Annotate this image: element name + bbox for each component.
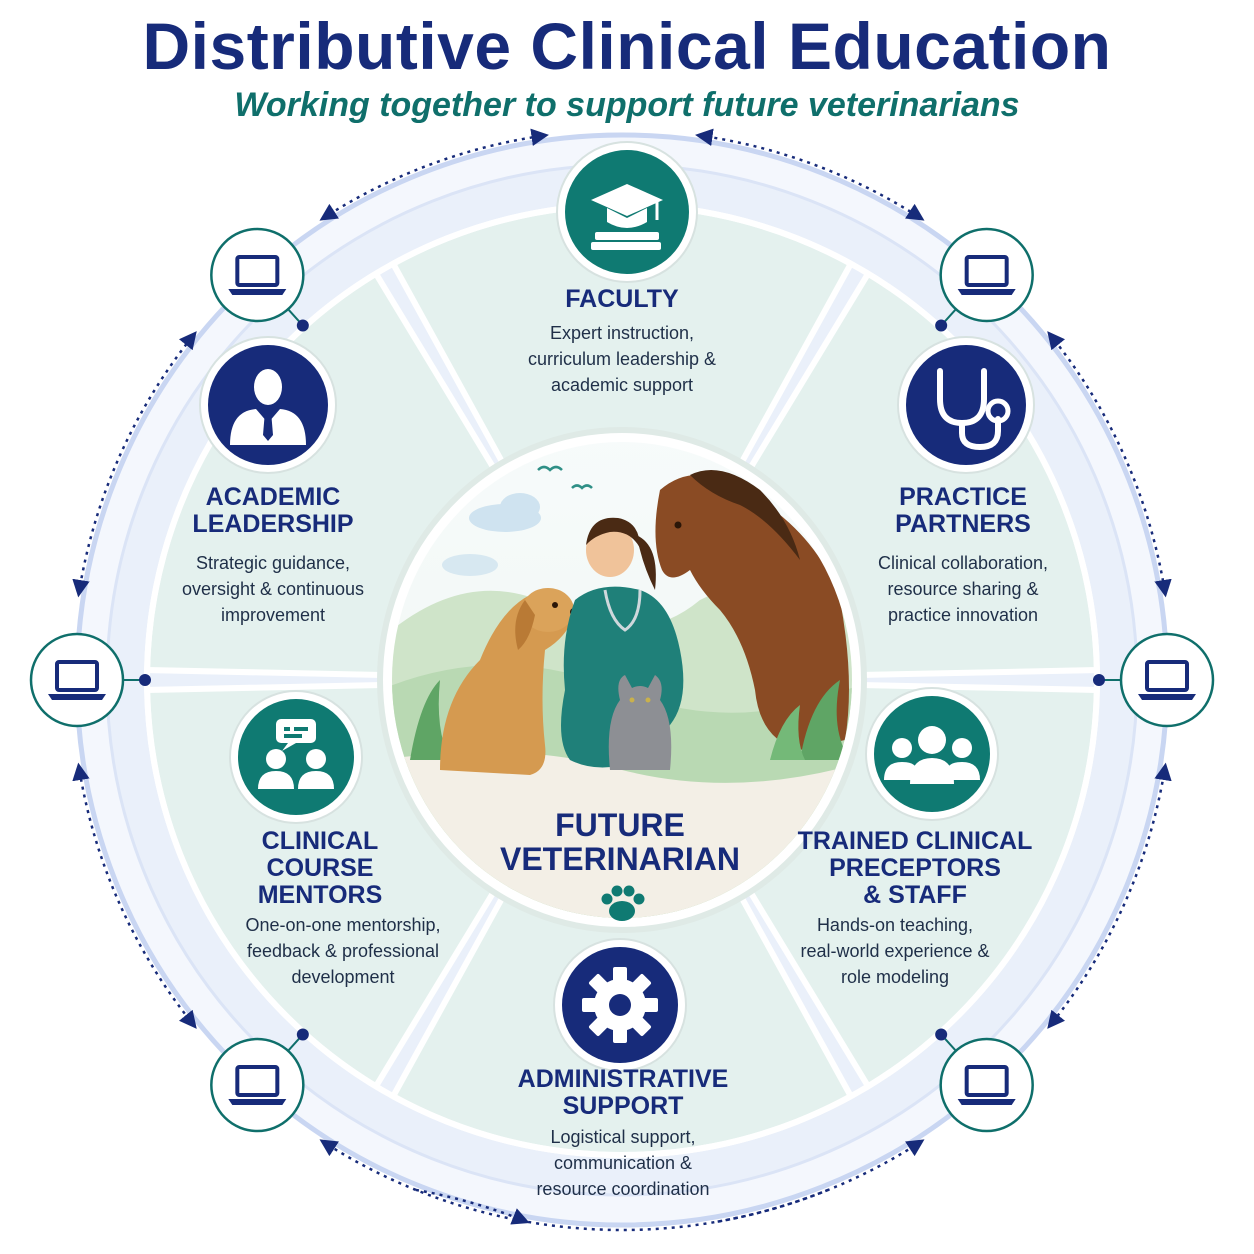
gear-icon — [553, 938, 687, 1072]
laptop-node-circle — [29, 632, 125, 728]
laptop-node-circle — [1119, 632, 1215, 728]
laptop-icon — [957, 1065, 1016, 1106]
node-connector-dot — [935, 319, 948, 332]
practice-partners-desc-line: Clinical collaboration, — [877, 553, 1049, 573]
mentors-title-line: COURSE — [266, 854, 374, 882]
laptop-icon — [957, 254, 1016, 295]
laptop-node — [210, 1028, 309, 1133]
mentors-title-line: MENTORS — [257, 881, 383, 909]
leadership-title-line: LEADERSHIP — [192, 510, 354, 538]
mentors-desc-line: development — [291, 967, 395, 987]
preceptors-desc-line: Hands-on teaching, — [816, 915, 974, 935]
mentors-desc-line: One-on-one mentorship, — [245, 915, 441, 935]
laptop-node — [935, 227, 1034, 332]
practice-partners-title: PRACTICE PARTNERS — [833, 484, 1093, 538]
admin-description: Logistical support, communication & reso… — [493, 1124, 753, 1202]
leadership-title: ACADEMIC LEADERSHIP — [143, 484, 403, 538]
center-label-line1: FUTURE — [555, 807, 685, 843]
laptop-icon — [228, 1065, 287, 1106]
node-connector-dot — [296, 1028, 309, 1041]
center-label-line2: VETERINARIAN — [499, 841, 740, 877]
admin-desc-line: Logistical support, — [550, 1127, 696, 1147]
dotted-arrow — [717, 1188, 829, 1223]
admin-title: ADMINISTRATIVE SUPPORT — [493, 1066, 753, 1120]
center-illustration — [392, 442, 852, 918]
mentors-desc-line: feedback & professional — [246, 941, 440, 961]
node-connector — [287, 1036, 301, 1052]
practice-partners-title-line: PARTNERS — [895, 510, 1031, 538]
node-connector-dot — [296, 319, 309, 332]
preceptors-desc-line: role modeling — [840, 967, 950, 987]
preceptors-title-line: & STAFF — [863, 881, 967, 909]
laptop-node-circle — [939, 227, 1034, 323]
laptop-node-circle — [210, 1037, 305, 1133]
leadership-title-line: ACADEMIC — [205, 483, 341, 511]
node-connector-dot — [935, 1028, 948, 1041]
faculty-description: Expert instruction, curriculum leadershi… — [492, 320, 752, 398]
graduation-cap-icon — [556, 141, 698, 283]
page-title: Distributive Clinical Education — [142, 9, 1112, 83]
dotted-arrow — [415, 1188, 530, 1225]
node-connector-dot — [139, 674, 151, 686]
preceptors-title-line: TRAINED CLINICAL — [797, 827, 1033, 855]
faculty-desc-line: curriculum leadership & — [527, 349, 717, 369]
node-connector — [943, 1036, 957, 1052]
admin-title-line: SUPPORT — [562, 1092, 684, 1120]
laptop-node — [935, 1028, 1034, 1133]
laptop-icon — [228, 254, 287, 295]
laptop-node-circle — [939, 1037, 1034, 1133]
practice-partners-description: Clinical collaboration, resource sharing… — [833, 550, 1093, 628]
laptop-icon — [1138, 660, 1196, 700]
mentor-chat-icon — [229, 690, 363, 824]
connection-arrows — [72, 128, 1172, 1232]
faculty-title-line: FACULTY — [565, 285, 679, 313]
leadership-desc-line: oversight & continuous — [181, 579, 365, 599]
practice-partners-desc-line: practice innovation — [887, 605, 1039, 625]
faculty-desc-line: academic support — [550, 375, 694, 395]
laptop-node — [1093, 632, 1215, 728]
preceptors-title: TRAINED CLINICAL PRECEPTORS & STAFF — [785, 828, 1045, 909]
mentors-description: One-on-one mentorship, feedback & profes… — [213, 912, 473, 990]
laptop-node — [29, 632, 151, 728]
preceptors-description: Hands-on teaching, real-world experience… — [765, 912, 1025, 990]
laptop-node-circle — [210, 227, 305, 323]
preceptors-title-line: PRECEPTORS — [829, 854, 1001, 882]
node-connector — [943, 308, 957, 324]
leadership-desc-line: Strategic guidance, — [195, 553, 351, 573]
practice-partners-title-line: PRACTICE — [899, 483, 1027, 511]
admin-title-line: ADMINISTRATIVE — [517, 1065, 729, 1093]
laptop-nodes — [29, 227, 1215, 1133]
page-subtitle: Working together to support future veter… — [234, 86, 1020, 124]
admin-desc-line: resource coordination — [536, 1179, 710, 1199]
node-connector — [287, 308, 301, 324]
stethoscope-icon — [897, 336, 1035, 474]
laptop-icon — [48, 660, 106, 700]
center-label: FUTURE VETERINARIAN — [470, 808, 770, 876]
leadership-description: Strategic guidance, oversight & continuo… — [143, 550, 403, 628]
mentors-title-line: CLINICAL — [261, 827, 379, 855]
leadership-desc-line: improvement — [220, 605, 326, 625]
laptop-node — [210, 227, 309, 332]
segment-icons — [199, 141, 1035, 1072]
mentors-title: CLINICAL COURSE MENTORS — [190, 828, 450, 909]
admin-desc-line: communication & — [553, 1153, 693, 1173]
paw-icon — [601, 885, 645, 921]
faculty-desc-line: Expert instruction, — [549, 323, 695, 343]
preceptors-desc-line: real-world experience & — [800, 941, 990, 961]
node-connector-dot — [1093, 674, 1105, 686]
faculty-title: FACULTY — [492, 286, 752, 313]
practice-partners-desc-line: resource sharing & — [887, 579, 1039, 599]
leader-person-icon — [199, 336, 337, 474]
group-icon — [865, 687, 999, 821]
